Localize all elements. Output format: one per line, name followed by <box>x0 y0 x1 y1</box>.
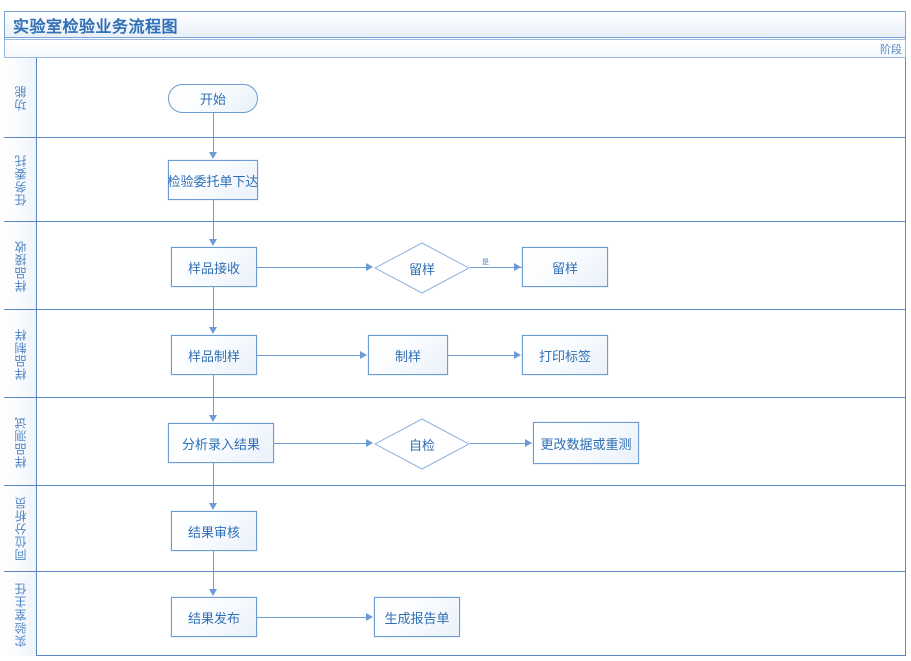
node-result-publish-label: 结果发布 <box>187 610 240 626</box>
node-result-review[interactable]: 结果审核 <box>171 511 257 551</box>
swimlane-row-7: 实验室主任 结果发布 生成报告单 <box>4 572 906 656</box>
node-analysis-entry-label: 分析录入结果 <box>181 436 260 452</box>
connector-selfcheck-to-modify <box>470 443 526 444</box>
swimlane-label-sample-test: 样品测试 <box>4 398 37 485</box>
node-sample-receive-label: 样品接收 <box>187 260 240 276</box>
swimlane-grid: 功能 开始 任务委托 检验委托单下达 <box>4 58 906 656</box>
swimlane-label-text: 任务委托 <box>13 153 28 206</box>
node-modify-or-retest-label: 更改数据或重测 <box>540 436 632 452</box>
connector-start-down <box>213 113 214 138</box>
arrowhead-into-analysis <box>209 415 217 422</box>
node-result-publish[interactable]: 结果发布 <box>171 597 257 637</box>
node-print-label[interactable]: 打印标签 <box>522 335 608 375</box>
swimlane-body-5: 分析录入结果 自检 更改数据或重测 <box>37 398 906 486</box>
node-sample-prep[interactable]: 样品制样 <box>171 335 257 375</box>
swimlane-body-7: 结果发布 生成报告单 <box>37 572 906 656</box>
connector-receive-to-retain <box>257 267 367 268</box>
arrowhead-into-entrust <box>209 152 217 159</box>
arrowhead-to-selfcheck <box>366 439 373 447</box>
connector-receive-down <box>213 287 214 310</box>
connector-into-sample-prep <box>213 310 214 328</box>
connector-prep-to-make <box>257 355 361 356</box>
node-print-label-label: 打印标签 <box>538 348 591 364</box>
connector-into-publish <box>213 572 214 590</box>
arrowhead-to-modify <box>525 439 532 447</box>
swimlane-label-text: 实验室主任 <box>13 581 28 647</box>
swimlane-body-3: 样品接收 留样 是 留样 <box>37 222 906 310</box>
node-result-review-label: 结果审核 <box>187 524 240 540</box>
swimlane-body-4: 样品制样 制样 打印标签 <box>37 310 906 398</box>
arrowhead-to-make <box>360 351 367 359</box>
arrowhead-to-retain-decision <box>366 263 373 271</box>
swimlane-body-1: 开始 <box>37 58 906 138</box>
swimlane-label-lab-director: 实验室主任 <box>4 572 37 656</box>
node-analysis-entry[interactable]: 分析录入结果 <box>168 423 274 463</box>
node-generate-report-label: 生成报告单 <box>384 610 450 626</box>
phase-header-bar: 阶段 <box>4 39 906 58</box>
arrowhead-into-review <box>209 503 217 510</box>
node-prep-label: 制样 <box>394 348 421 364</box>
swimlane-row-4: 样品制样 样品制样 制样 打印标签 <box>4 310 906 398</box>
swimlane-label-peer-analyst: 同位分析员 <box>4 486 37 571</box>
arrowhead-into-sample-prep <box>209 327 217 334</box>
edge-label-retain-yes: 是 <box>482 259 489 266</box>
diamond-shape-icon <box>374 242 470 294</box>
swimlane-row-6: 同位分析员 结果审核 <box>4 486 906 572</box>
node-retain-decision[interactable]: 留样 <box>374 242 470 294</box>
connector-analysis-to-selfcheck <box>274 443 367 444</box>
swimlane-row-3: 样品接收 样品接收 留样 是 <box>4 222 906 310</box>
node-start[interactable]: 开始 <box>168 84 258 113</box>
arrowhead-into-sample-receive <box>209 239 217 246</box>
node-retain-decision-label: 留样 <box>408 261 435 277</box>
diamond-shape-icon <box>374 418 470 470</box>
swimlane-label-sample-receive: 样品接收 <box>4 222 37 309</box>
arrowhead-into-publish <box>209 589 217 596</box>
node-sample-prep-label: 样品制样 <box>187 348 240 364</box>
swimlane-label-task-entrust: 任务委托 <box>4 138 37 221</box>
swimlane-label-text: 同位分析员 <box>13 496 28 561</box>
connector-into-analysis <box>213 398 214 416</box>
connector-entrust-down <box>213 200 214 222</box>
node-prep[interactable]: 制样 <box>368 335 448 375</box>
swimlane-label-sample-prep: 样品制样 <box>4 310 37 397</box>
node-start-label: 开始 <box>199 92 226 107</box>
swimlane-label-text: 样品制样 <box>13 327 28 380</box>
phase-header-label: 阶段 <box>880 43 902 56</box>
swimlane-label-text: 样品测试 <box>13 415 28 468</box>
connector-review-down <box>213 551 214 572</box>
page-title: 实验室检验业务流程图 <box>13 18 179 36</box>
node-retain-sample-label: 留样 <box>551 260 578 276</box>
swimlane-row-2: 任务委托 检验委托单下达 <box>4 138 906 222</box>
connector-make-to-label <box>448 355 514 356</box>
connector-into-sample-receive <box>213 222 214 240</box>
connector-publish-to-report <box>257 617 367 618</box>
connector-into-entrust <box>213 138 214 153</box>
diagram-frame <box>4 11 906 656</box>
arrowhead-to-report <box>366 613 373 621</box>
node-sample-receive[interactable]: 样品接收 <box>171 247 257 287</box>
node-generate-report[interactable]: 生成报告单 <box>374 597 460 637</box>
arrowhead-to-print-label <box>514 351 521 359</box>
swimlane-label-function: 功能 <box>4 58 37 137</box>
swimlane-body-6: 结果审核 <box>37 486 906 572</box>
diagram-title-bar: 实验室检验业务流程图 <box>4 11 906 38</box>
swimlane-row-1: 功能 开始 <box>4 58 906 138</box>
connector-prep-down <box>213 375 214 398</box>
connector-analysis-down <box>213 463 214 486</box>
node-entrust-order-label: 检验委托单下达 <box>167 173 259 189</box>
node-self-check[interactable]: 自检 <box>374 418 470 470</box>
swimlane-label-text: 功能 <box>13 84 28 111</box>
swimlane-label-text: 样品接收 <box>13 239 28 292</box>
swimlane-row-5: 样品测试 分析录入结果 自检 更改 <box>4 398 906 486</box>
node-self-check-label: 自检 <box>408 437 435 453</box>
connector-into-review <box>213 486 214 504</box>
connector-retain-yes <box>470 267 522 268</box>
node-retain-sample[interactable]: 留样 <box>522 247 608 287</box>
swimlane-body-2: 检验委托单下达 <box>37 138 906 222</box>
arrowhead-to-retain-sample <box>514 263 521 271</box>
node-modify-or-retest[interactable]: 更改数据或重测 <box>533 422 639 464</box>
node-entrust-order[interactable]: 检验委托单下达 <box>167 160 259 200</box>
